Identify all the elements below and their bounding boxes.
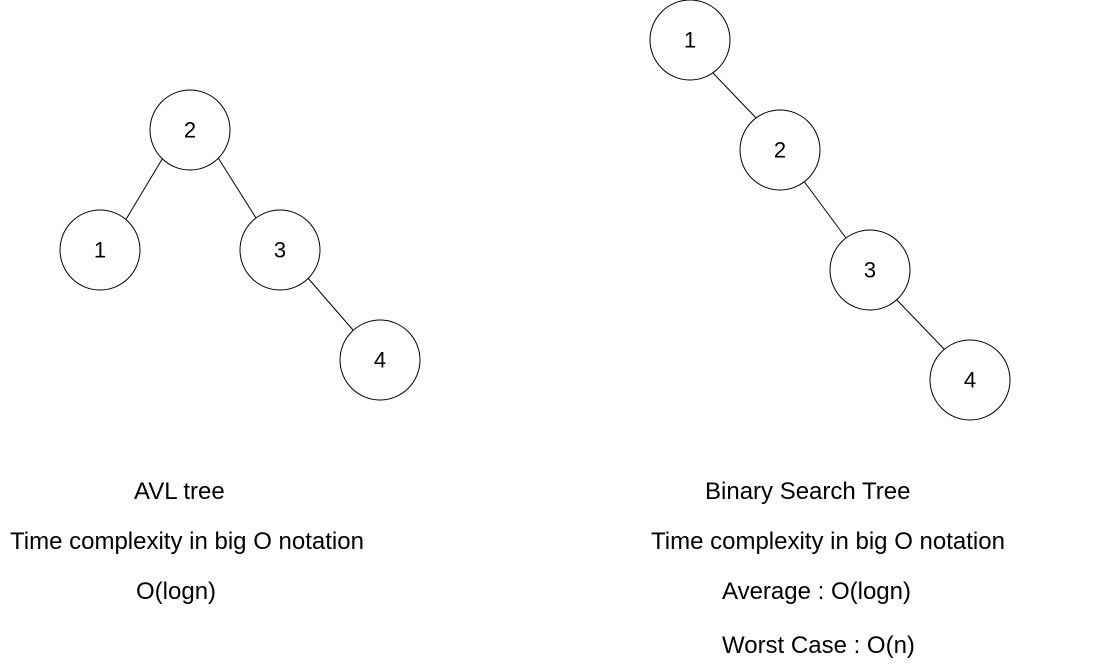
avl-tree-edges	[124, 155, 354, 331]
bst-subtitle: Time complexity in big O notation	[651, 528, 1005, 555]
bst-worst: Worst Case : O(n)	[722, 632, 915, 659]
avl-tree-nodes	[59, 89, 421, 401]
bst-node-3	[829, 229, 911, 311]
bst-node-4-label: 4	[964, 368, 976, 393]
bst-edge-1-2	[711, 71, 759, 121]
avl-node-right-right-label: 4	[374, 348, 386, 373]
avl-node-root	[149, 89, 231, 171]
avl-subtitle: Time complexity in big O notation	[10, 528, 364, 555]
bst-node-root-label: 1	[684, 28, 696, 53]
avl-edge-2-3	[216, 155, 257, 219]
bst-node-3-label: 3	[864, 258, 876, 283]
avl-title: AVL tree	[134, 478, 225, 505]
avl-node-left-label: 1	[94, 238, 106, 263]
avl-node-right	[239, 209, 321, 291]
avl-node-left	[59, 209, 141, 291]
bst-edge-2-3	[802, 179, 847, 239]
bst-node-2	[739, 109, 821, 191]
avl-node-right-right	[339, 319, 421, 401]
bst-title: Binary Search Tree	[705, 478, 911, 505]
avl-node-right-label: 3	[274, 238, 286, 263]
bst-node-2-label: 2	[774, 138, 786, 163]
avl-complexity: O(logn)	[136, 578, 217, 605]
bst-node-root	[649, 0, 731, 81]
bst-average: Average : O(logn)	[722, 578, 911, 605]
avl-edge-3-4	[306, 276, 354, 331]
bst-edges	[711, 71, 946, 351]
bst-nodes	[649, 0, 1011, 421]
bst-node-4	[929, 339, 1011, 421]
avl-edge-2-1	[124, 155, 165, 222]
avl-node-root-label: 2	[184, 118, 196, 143]
bst-edge-3-4	[894, 297, 946, 351]
